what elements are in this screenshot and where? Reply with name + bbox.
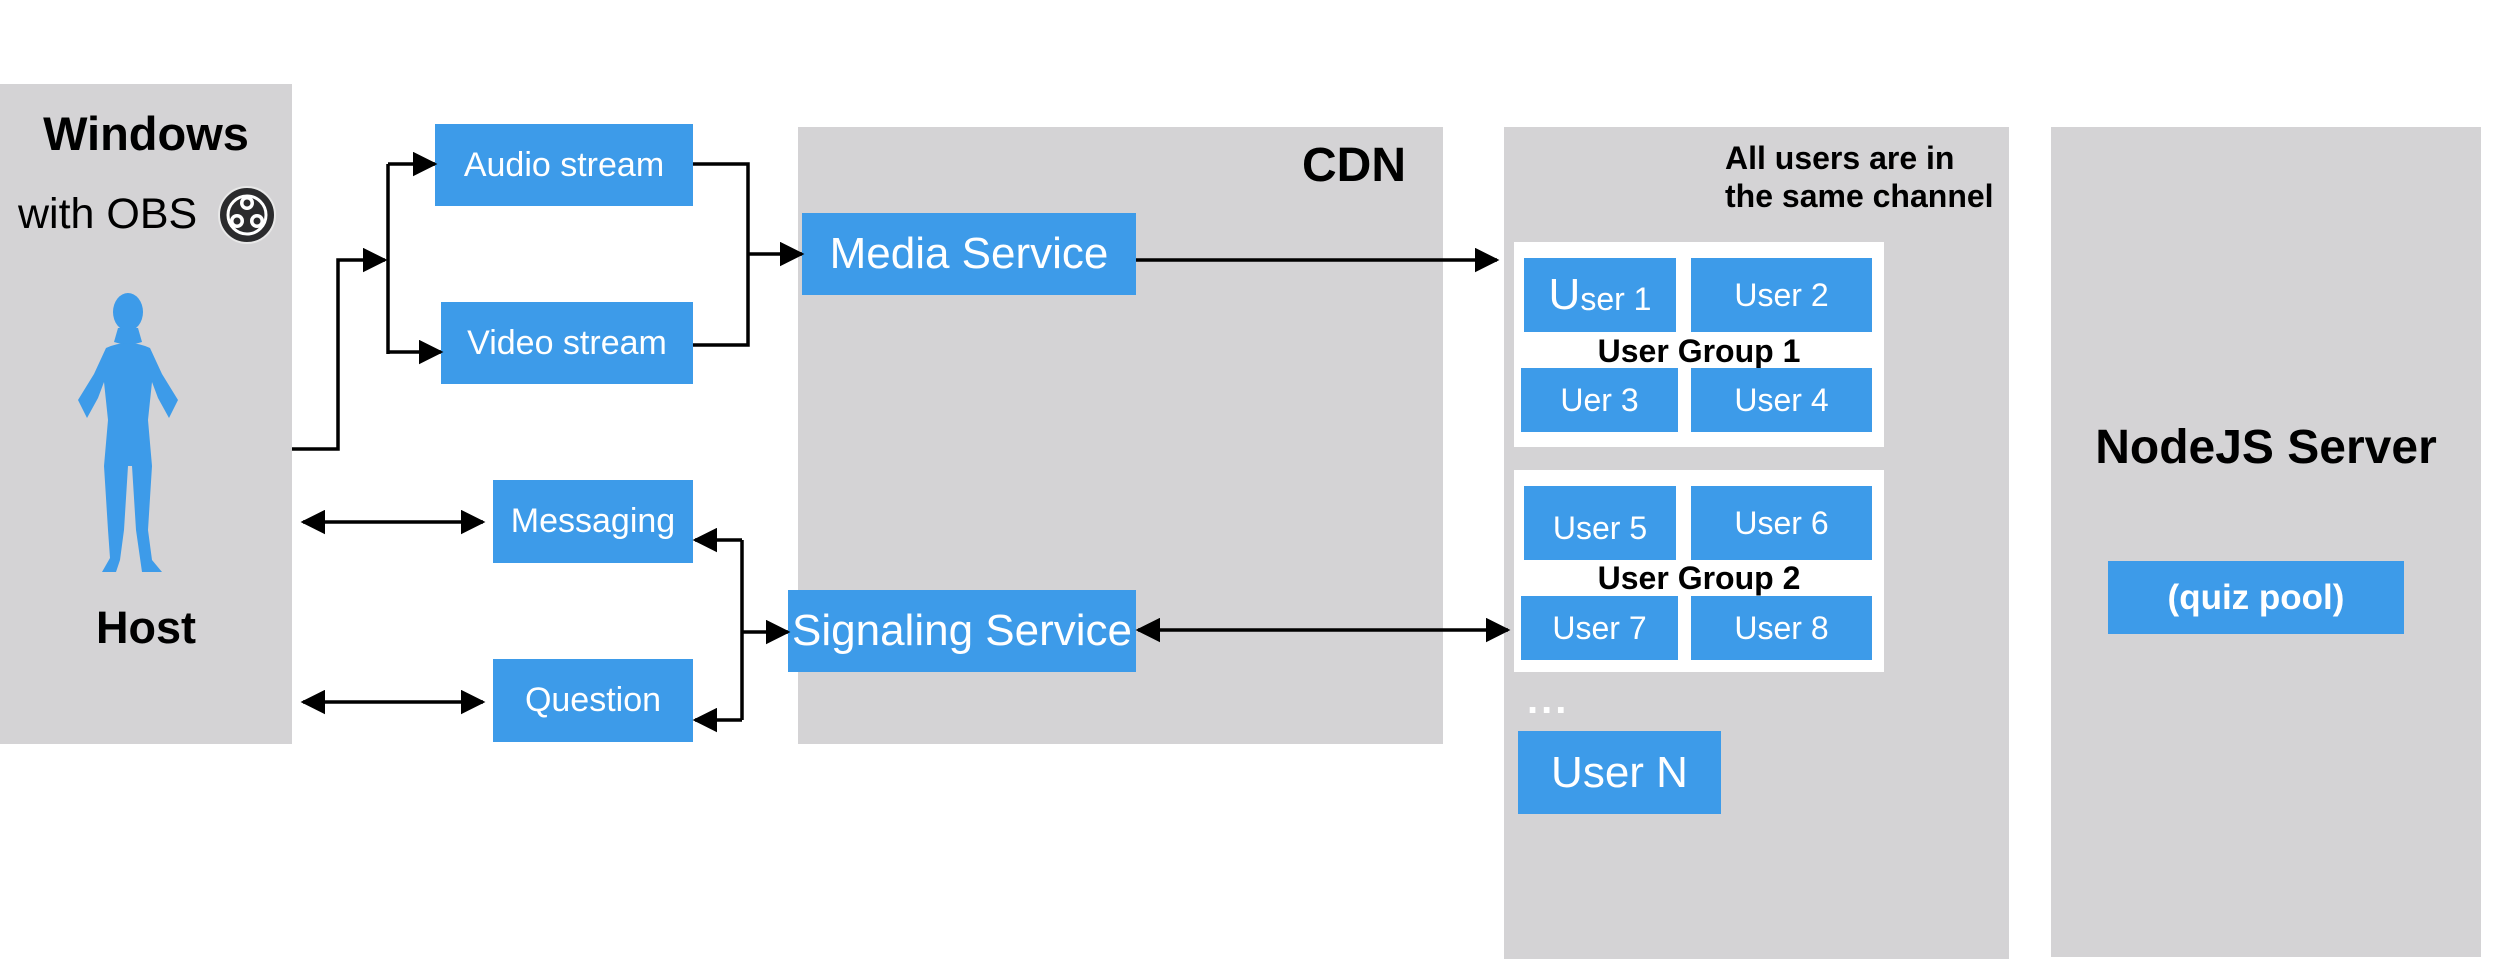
person-silhouette-icon xyxy=(78,293,178,572)
user-group-2-label: User Group 2 xyxy=(1597,560,1801,596)
user-group-1-label: User Group 1 xyxy=(1597,333,1801,369)
quiz-pool-box: (quiz pool) xyxy=(2108,561,2404,634)
messaging-box: Messaging xyxy=(493,480,693,563)
cdn-title: CDN xyxy=(1302,139,1406,192)
host-os-subtitle: with OBS xyxy=(18,190,198,238)
server-title: NodeJS Server xyxy=(2095,421,2437,474)
user-2-box: User 2 xyxy=(1691,258,1872,332)
user-5-box: User 5 xyxy=(1524,486,1676,560)
more-users-ellipsis: ... xyxy=(1527,678,1570,722)
obs-logo-icon xyxy=(218,186,276,244)
user-1-initial: U xyxy=(1548,270,1581,319)
user-1-rest: ser 1 xyxy=(1580,280,1652,317)
users-note-line1: All users are in xyxy=(1725,140,1955,176)
user-8-box: User 8 xyxy=(1691,596,1872,660)
host-to-streams-line xyxy=(292,247,388,451)
video-stream-box: Video stream xyxy=(441,302,693,384)
question-box: Question xyxy=(493,659,693,742)
audio-merge-line xyxy=(693,162,750,347)
user-n-box: User N xyxy=(1518,731,1721,814)
host-os-title: Windows xyxy=(43,107,249,160)
media-service-box: Media Service xyxy=(802,213,1136,295)
server-panel xyxy=(2051,127,2481,957)
user-4-box: User 4 xyxy=(1691,368,1872,432)
users-note-line2: the same channel xyxy=(1725,178,1994,214)
signaling-service-box: Signaling Service xyxy=(788,590,1136,672)
audio-stream-box: Audio stream xyxy=(435,124,693,206)
host-label: Host xyxy=(96,602,196,653)
user-6-box: User 6 xyxy=(1691,486,1872,560)
user-3-box: Uer 3 xyxy=(1521,368,1678,432)
user-7-box: User 7 xyxy=(1521,596,1678,660)
